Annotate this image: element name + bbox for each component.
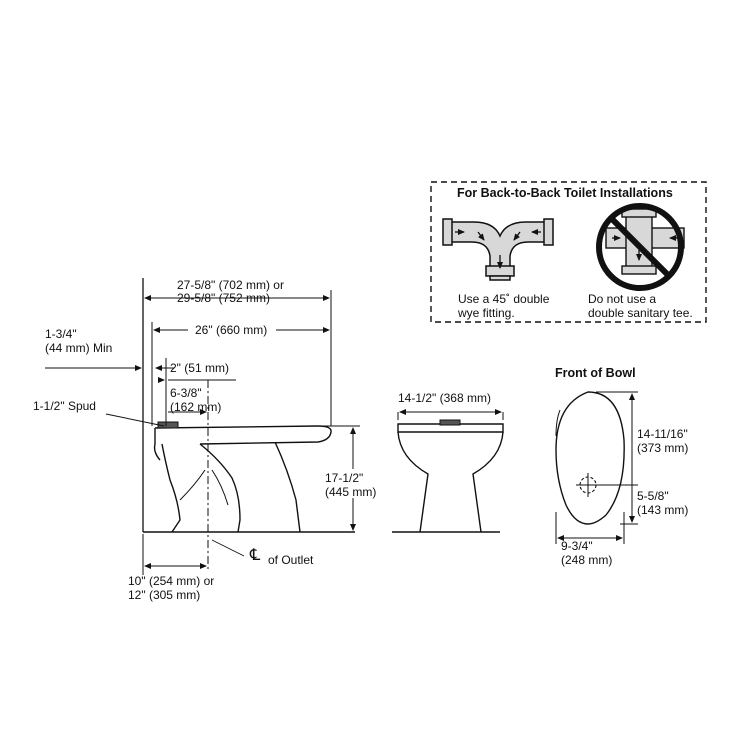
outlet-offset-label-1: 5-5/8"	[637, 489, 669, 503]
back-to-back-title: For Back-to-Back Toilet Installations	[457, 186, 673, 200]
rough-in-label-2: 12" (305 mm)	[128, 588, 201, 602]
overall-length-label-1: 27-5/8" (702 mm) or	[177, 278, 284, 292]
do-caption-line1: Use a 45˚ double	[458, 292, 550, 306]
do-caption-line2: wye fitting.	[458, 306, 515, 320]
front-of-bowl-title: Front of Bowl	[555, 366, 636, 380]
bowl-width-label-2: (248 mm)	[561, 553, 613, 567]
prohibited-icon	[596, 203, 684, 291]
side-view-drawing	[45, 278, 360, 575]
outlet-centerline-label: of Outlet	[268, 553, 314, 567]
spud-to-outlet-label-2: (162 mm)	[170, 400, 222, 414]
dont-caption-line1: Do not use a	[588, 292, 657, 306]
height-label-2: (445 mm)	[325, 485, 377, 499]
bowl-length-label-2: (373 mm)	[637, 441, 689, 455]
wye-fitting-icon	[442, 218, 554, 281]
height-label-1: 17-1/2"	[325, 471, 364, 485]
bowl-width-label-1: 9-3/4"	[561, 539, 593, 553]
centerline-symbol: ℄	[250, 547, 261, 564]
spud-offset-label: 2" (51 mm)	[170, 361, 229, 375]
min-clearance-label-2: (44 mm) Min	[45, 341, 113, 355]
rough-in-label-1: 10" (254 mm) or	[128, 574, 215, 588]
front-view-drawing	[392, 409, 504, 533]
spud-to-outlet-label-1: 6-3/8"	[170, 386, 202, 400]
bowl-length-label: 26" (660 mm)	[195, 323, 268, 337]
spud-label: 1-1/2" Spud	[33, 399, 96, 413]
overall-length-label-2: 29-5/8" (752 mm)	[177, 291, 270, 305]
outlet-offset-label-2: (143 mm)	[637, 503, 689, 517]
top-view-drawing	[555, 391, 638, 544]
back-to-back-panel	[430, 181, 707, 323]
bowl-length-label-1: 14-11/16"	[637, 427, 688, 441]
front-width-label: 14-1/2" (368 mm)	[398, 391, 491, 405]
min-clearance-label-1: 1-3/4"	[45, 327, 77, 341]
dont-caption-line2: double sanitary tee.	[588, 306, 693, 320]
